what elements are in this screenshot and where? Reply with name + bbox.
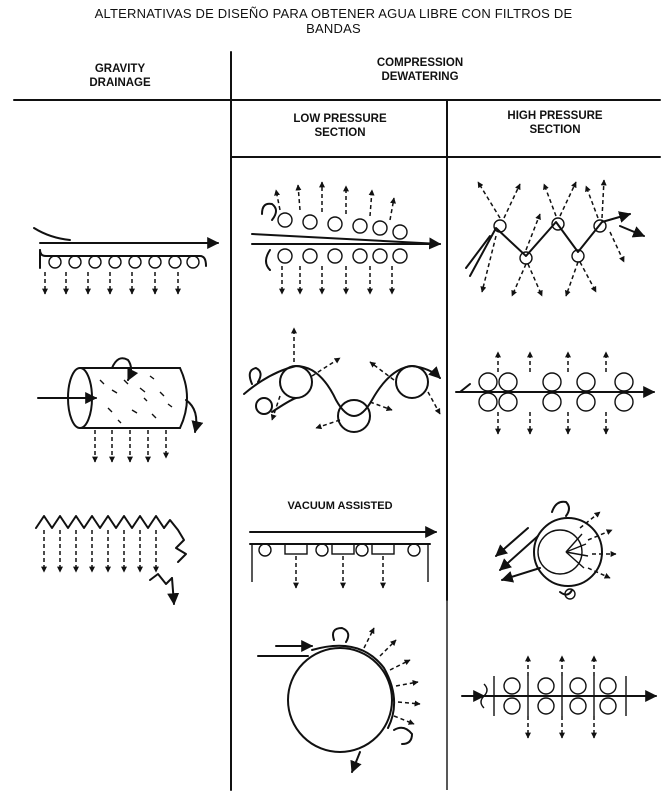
gravity-vacuum-cascade-diagram	[36, 516, 186, 604]
low-pressure-drum-diagram	[258, 628, 420, 772]
high-pressure-perforated-drum-diagram	[496, 502, 616, 599]
high-pressure-roll-pairs-diagram	[456, 352, 654, 434]
high-pressure-nip-diagram	[462, 656, 656, 738]
low-pressure-vacuum-diagram	[250, 532, 436, 588]
gravity-belt-diagram	[34, 228, 218, 294]
low-pressure-belt-press-diagram	[252, 182, 440, 294]
low-pressure-s-wrap-diagram	[244, 328, 440, 432]
high-pressure-zigzag-diagram	[466, 180, 644, 296]
gravity-drum-diagram	[38, 358, 196, 462]
